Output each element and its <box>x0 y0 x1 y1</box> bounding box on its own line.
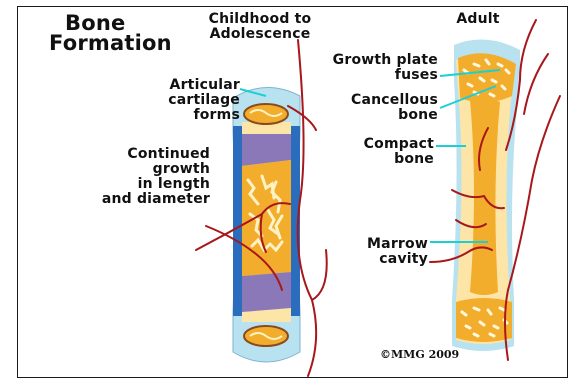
label-articular-cartilage: Articular cartilage forms <box>110 78 240 123</box>
vessel <box>524 54 548 114</box>
heading-childhood-line-1: Childhood to <box>205 12 315 27</box>
heading-childhood-line-2: Adolescence <box>205 27 315 42</box>
vessel <box>312 250 327 300</box>
heading-adult: Adult <box>450 12 506 27</box>
title-line-1: Bone <box>65 14 125 32</box>
child-growth-plate-lower <box>242 272 291 312</box>
label-cancellous-bone: Cancellous bone <box>330 93 438 123</box>
label-continued-growth: Continued growth in length and diameter <box>60 147 210 207</box>
label-growth-plate: Growth plate fuses <box>312 53 438 83</box>
copyright-text: ©MMG 2009 <box>380 348 459 361</box>
label-compact-bone: Compact bone <box>340 137 434 167</box>
title-line-2: Formation <box>49 34 172 52</box>
child-spongy-bone <box>242 160 291 276</box>
label-marrow-cavity: Marrow cavity <box>346 237 428 267</box>
child-compact-left <box>233 126 242 316</box>
